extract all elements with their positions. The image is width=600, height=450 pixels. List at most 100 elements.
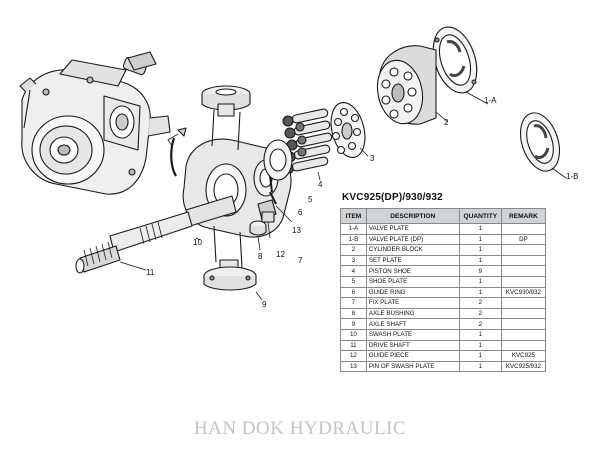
fix-plate-illustration <box>167 127 187 177</box>
pin-swash-plate-illustration <box>269 191 293 223</box>
cell-description: SHOE PLATE <box>365 275 460 288</box>
cell-description: GUIDE RING <box>365 286 460 299</box>
axle-shaft-top-illustration <box>201 85 251 117</box>
cell-quantity: 1 <box>458 286 502 299</box>
cell-quantity: 1 <box>458 244 502 256</box>
drive-shaft-illustration <box>75 195 237 274</box>
cell-remark: KVC930/932 <box>500 286 547 299</box>
cell-description: SET PLATE <box>365 254 460 267</box>
axle-shaft-bottom-illustration <box>203 259 263 301</box>
callout-13: 13 <box>292 226 301 235</box>
callout-4: 4 <box>318 180 323 189</box>
cell-remark <box>500 223 547 235</box>
header-remark: REMARK <box>500 208 547 224</box>
cell-item: 3 <box>340 254 367 267</box>
callout-2: 2 <box>444 118 449 127</box>
cell-remark <box>500 307 547 320</box>
cell-remark: KVC925/932 <box>500 360 547 373</box>
cylinder-block-illustration <box>376 45 449 125</box>
callout-9: 9 <box>262 300 267 309</box>
guide-piece-illustration <box>261 211 275 239</box>
cell-description: AXLE BUSHING <box>365 307 460 320</box>
cell-description: FIX PLATE <box>365 297 460 309</box>
cell-description: DRIVE SHAFT <box>365 339 460 352</box>
cell-remark <box>500 254 547 267</box>
callout-3: 3 <box>370 154 375 163</box>
set-plate-illustration <box>330 102 369 158</box>
table-header-row: ITEM DESCRIPTION QUANTITY REMARK <box>340 208 547 224</box>
cell-item: 9 <box>340 318 367 330</box>
cell-item: 5 <box>340 275 367 288</box>
header-item: ITEM <box>340 208 367 224</box>
cell-description: GUIDE PIECE <box>365 350 460 362</box>
cell-remark: KVC925 <box>500 350 547 362</box>
cell-remark <box>500 318 547 330</box>
header-quantity: QUANTITY <box>458 208 502 224</box>
cell-remark <box>500 275 547 288</box>
shoe-plate-illustration <box>263 139 293 181</box>
cell-description: VALVE PLATE <box>365 223 460 235</box>
cell-item: 11 <box>340 339 367 352</box>
cell-item: 6 <box>340 286 367 299</box>
valve-plate-1b-illustration <box>519 112 567 179</box>
cell-quantity: 1 <box>458 254 502 267</box>
cell-item: 12 <box>340 350 367 362</box>
cell-description: PIN OF SWASH PLATE <box>365 360 460 373</box>
cell-item: 1-B <box>340 233 367 246</box>
callout-11: 11 <box>146 268 155 277</box>
cell-remark <box>500 328 547 341</box>
cell-description: VALVE PLATE (DP) <box>365 233 460 246</box>
cell-remark <box>500 265 547 277</box>
cell-quantity: 1 <box>458 360 502 373</box>
cell-quantity: 1 <box>458 223 502 235</box>
axle-bushing-illustration <box>249 220 267 251</box>
cell-quantity: 1 <box>458 275 502 288</box>
cell-item: 8 <box>340 307 367 320</box>
cell-item: 4 <box>340 265 367 277</box>
callout-1b: 1-B <box>566 172 579 181</box>
callout-7: 7 <box>298 256 303 265</box>
cell-remark <box>500 244 547 256</box>
cell-quantity: 1 <box>458 339 502 352</box>
cell-quantity: 1 <box>458 233 502 246</box>
callout-5: 5 <box>308 195 313 204</box>
cell-remark <box>500 297 547 309</box>
callout-6: 6 <box>298 208 303 217</box>
watermark-text: HAN DOK HYDRAULIC <box>193 418 407 439</box>
valve-plate-1a-illustration <box>432 26 489 105</box>
piston-shoes-illustration <box>282 108 333 181</box>
callout-8: 8 <box>258 252 263 261</box>
cell-description: CYLINDER BLOCK <box>365 244 460 256</box>
cell-item: 1-A <box>340 223 367 235</box>
cell-description: PISTON SHOE <box>365 265 460 277</box>
callout-1a: 1-A <box>484 96 497 105</box>
cell-quantity: 1 <box>458 350 502 362</box>
cell-item: 2 <box>340 244 367 256</box>
cell-quantity: 2 <box>458 318 502 330</box>
header-description: DESCRIPTION <box>365 208 460 224</box>
cell-description: AXLE SHAFT <box>365 318 460 330</box>
callout-10: 10 <box>193 238 202 247</box>
model-title: KVC925(DP)/930/932 <box>342 192 443 203</box>
cell-quantity: 2 <box>458 307 502 320</box>
cell-item: 13 <box>340 360 367 373</box>
cell-quantity: 9 <box>458 265 502 277</box>
cell-remark: DP <box>500 233 547 246</box>
cell-quantity: 1 <box>458 328 502 341</box>
callout-12: 12 <box>276 250 285 259</box>
